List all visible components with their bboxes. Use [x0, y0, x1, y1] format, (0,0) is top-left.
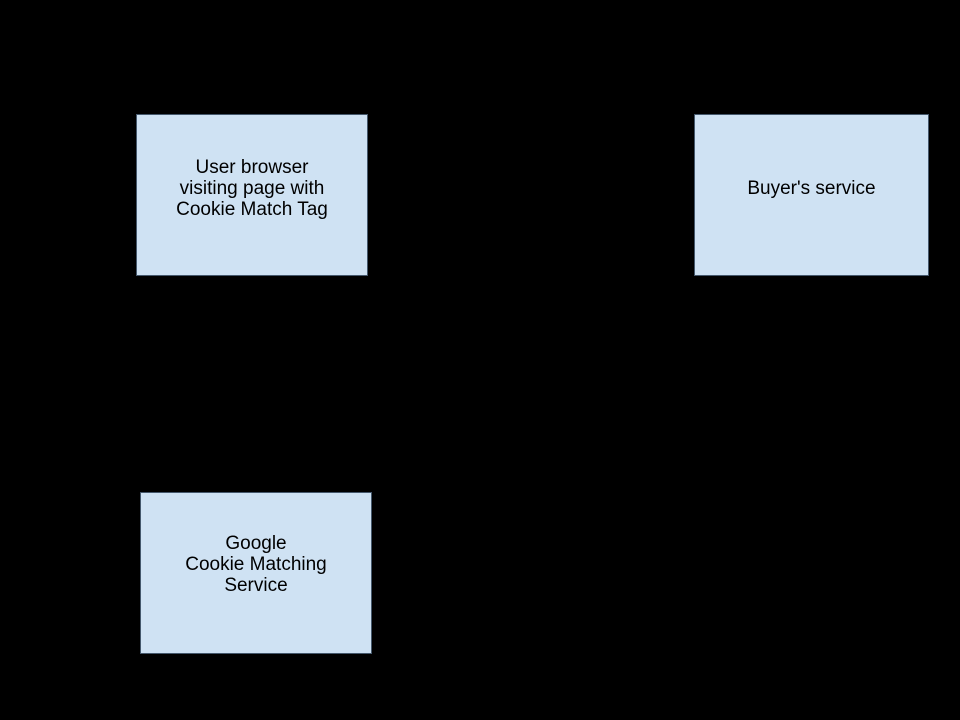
node-buyers-service-label-line: Buyer's service	[747, 177, 876, 199]
node-user-browser-label-line: Cookie Match Tag	[176, 198, 328, 220]
node-google-cms-label-line: Google	[225, 532, 287, 554]
node-google-cms-label-line: Service	[224, 574, 288, 596]
node-buyers-service: Buyer's service	[694, 114, 929, 276]
node-user-browser: User browser visiting page with Cookie M…	[136, 114, 368, 276]
node-user-browser-label-line: User browser	[195, 156, 309, 178]
node-google-cms-label-line: Cookie Matching	[185, 553, 327, 575]
node-google-cookie-matching-service: Google Cookie Matching Service	[140, 492, 372, 654]
node-user-browser-label-line: visiting page with	[179, 177, 325, 199]
